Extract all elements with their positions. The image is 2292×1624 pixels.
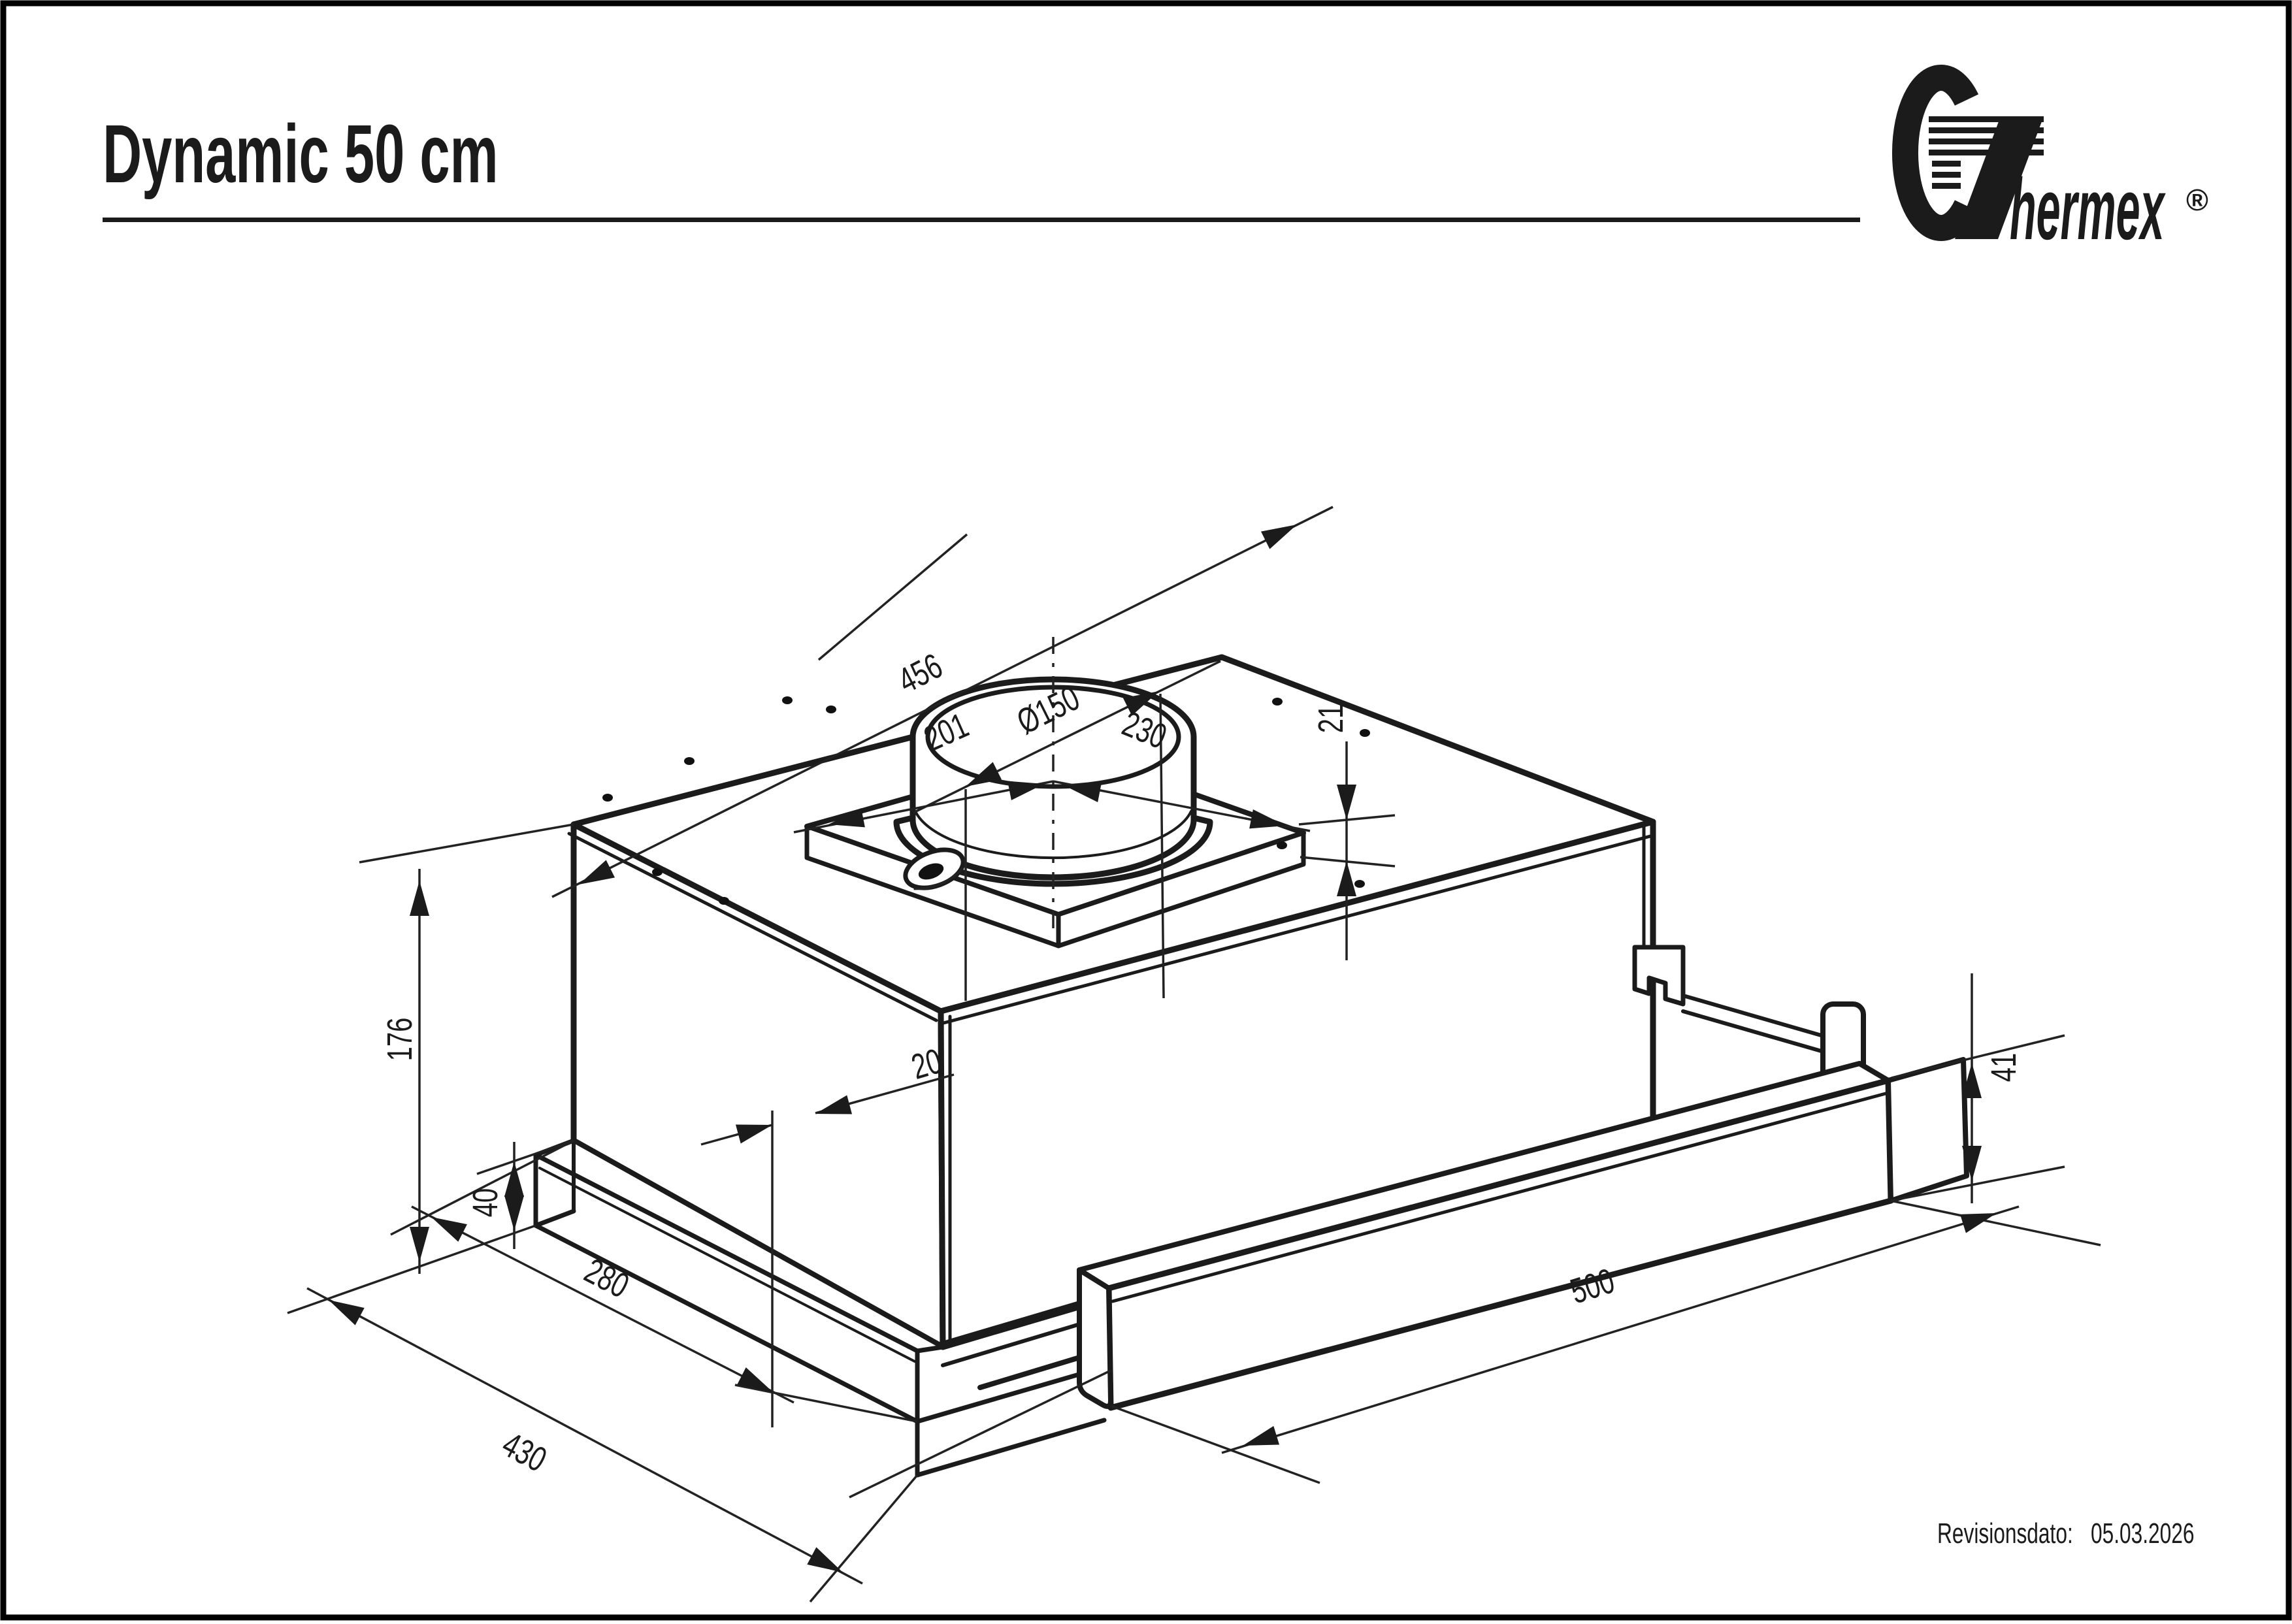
hood-drawing — [533, 654, 1969, 1478]
dim-label-430: 430 — [496, 1425, 553, 1480]
revision-date: 05.03.2026 — [2091, 1518, 2195, 1550]
logo-stripes-icon — [1929, 116, 2044, 189]
logo-registered-mark: ® — [2186, 183, 2208, 217]
hood-body — [567, 654, 1656, 1350]
dim-label-41: 41 — [1984, 1053, 2023, 1082]
dimension-21: 21 — [1311, 704, 1356, 960]
dim-label-21: 21 — [1311, 704, 1351, 733]
dimension-41: 41 — [1962, 973, 2024, 1203]
revision-label: Revisionsdato: — [1937, 1518, 2073, 1550]
title-underline — [103, 218, 1860, 222]
page-title: Dynamic 50 cm — [103, 108, 499, 201]
logo-t-stem-icon — [1955, 116, 2044, 239]
dim-label-176: 176 — [380, 1018, 419, 1062]
duct-plate-side-right — [1056, 830, 1306, 949]
logo-wordmark: hermex — [2010, 161, 2166, 258]
drawer-slab — [915, 1300, 1107, 1478]
panel-right-end — [1886, 1057, 1969, 1203]
logo-c-icon — [1891, 65, 1979, 241]
screws — [602, 696, 1370, 905]
panel-left-end — [1077, 1267, 1113, 1409]
wall-bracket — [1632, 945, 1686, 1007]
dim-label-40: 40 — [466, 1188, 505, 1217]
header: Dynamic 50 cm — [103, 108, 1860, 222]
footer: Revisionsdato: 05.03.2026 — [1937, 1518, 2195, 1550]
dim-label-456: 456 — [892, 646, 949, 701]
extension-lines — [287, 533, 2101, 1603]
dimension-176: 176 — [380, 869, 429, 1274]
thermex-logo: hermex ® — [1891, 65, 2208, 258]
dimension-40: 40 — [466, 1142, 524, 1249]
plate-latch — [903, 847, 966, 890]
